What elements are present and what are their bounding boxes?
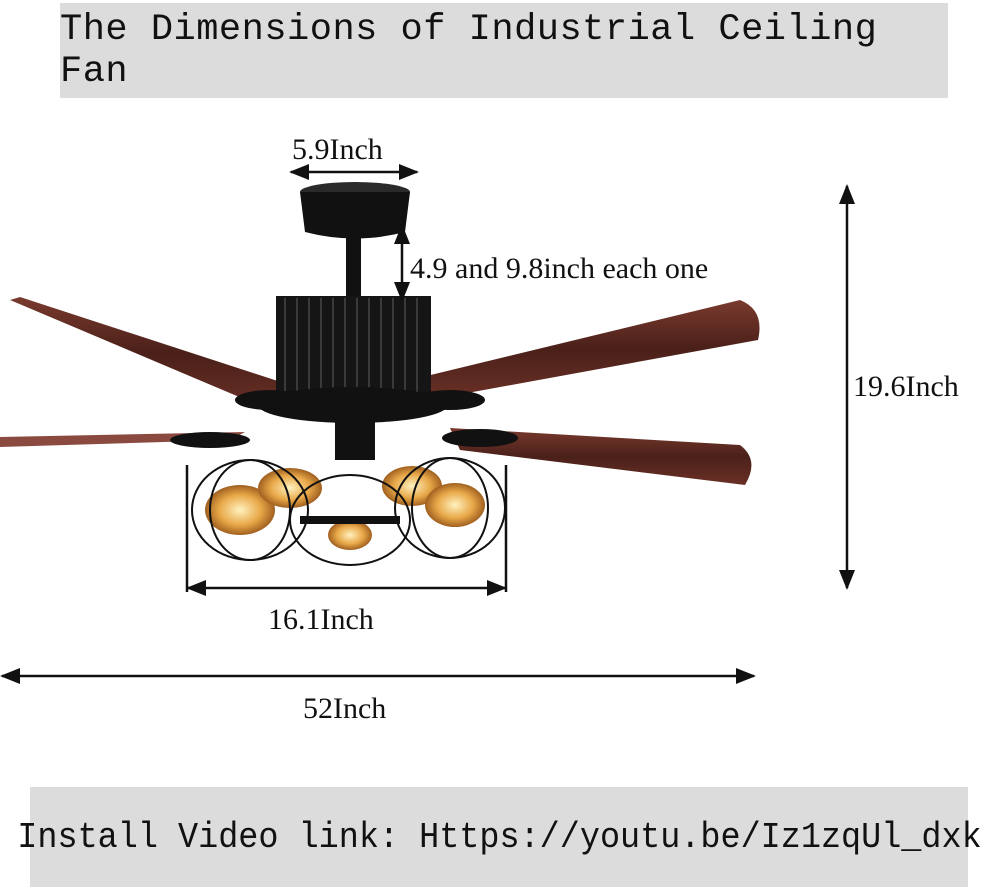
- fan-body: [170, 182, 518, 460]
- downrod-label: 4.9 and 9.8inch each one: [410, 252, 709, 285]
- blade-left-top: [10, 297, 305, 410]
- blade-span-label: 52Inch: [303, 692, 387, 725]
- footer-banner: Install Video link: Https://youtu.be/Iz1…: [17, 787, 981, 887]
- title: The Dimensions of Industrial Ceiling Fan: [60, 8, 878, 93]
- blade-right-top: [410, 300, 760, 398]
- canopy-width-label: 5.9Inch: [292, 133, 383, 166]
- height-label: 19.6Inch: [853, 370, 959, 403]
- light-cage: [191, 457, 506, 566]
- dimension-lines: [0, 164, 855, 684]
- install-video-link[interactable]: Install Video link: Https://youtu.be/Iz1…: [16, 816, 982, 858]
- blade-right-bottom: [450, 428, 752, 485]
- title-banner: The Dimensions of Industrial Ceiling Fan: [60, 3, 948, 98]
- fan-blades: [0, 297, 760, 485]
- cage-width-label: 16.1Inch: [268, 603, 374, 636]
